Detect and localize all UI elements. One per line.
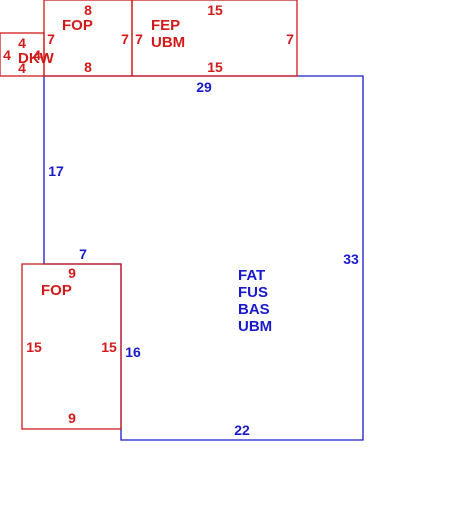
dkw-right-dim: 4 xyxy=(33,47,41,63)
dkw-top-dim: 4 xyxy=(18,35,26,51)
dkw-left-dim: 4 xyxy=(3,47,11,63)
fop-bottom-left-dim: 15 xyxy=(26,339,42,355)
fop-top-right-dim: 7 xyxy=(121,31,129,47)
fep-bottom-dim: 15 xyxy=(207,59,223,75)
fep-outline xyxy=(131,0,298,77)
main-top-dim: 29 xyxy=(196,79,212,95)
fep-code-1: FEP xyxy=(151,17,180,34)
main-step-top-dim: 7 xyxy=(79,246,87,262)
main-code-3: BAS xyxy=(238,301,270,318)
fep-code-2: UBM xyxy=(151,34,185,51)
main-code-2: FUS xyxy=(238,284,268,301)
dkw-bottom-dim: 4 xyxy=(18,60,26,76)
fep-left-dim: 7 xyxy=(135,31,143,47)
dkw-code: DKW xyxy=(18,50,55,67)
fop-bottom-bottom-dim: 9 xyxy=(68,410,76,426)
fop-bottom-top-dim: 9 xyxy=(68,265,76,281)
main-code-4: UBM xyxy=(238,318,272,335)
fop-top-left-dim: 7 xyxy=(47,31,55,47)
main-right-dim: 33 xyxy=(343,251,359,267)
fep-right-dim: 7 xyxy=(286,31,294,47)
fop-bottom-code: FOP xyxy=(41,282,72,299)
fop-top-bottom-dim: 8 xyxy=(84,59,92,75)
main-bottom-dim: 22 xyxy=(234,422,250,438)
main-step-side-dim: 16 xyxy=(125,344,141,360)
fop-top-top-dim: 8 xyxy=(84,2,92,18)
main-left-dim: 17 xyxy=(48,163,64,179)
fop-bottom-outline xyxy=(21,263,122,430)
main-code-1: FAT xyxy=(238,267,265,284)
main-area-outline xyxy=(43,75,364,441)
fop-top-code: FOP xyxy=(62,17,93,34)
fep-top-dim: 15 xyxy=(207,2,223,18)
fop-bottom-right-dim: 15 xyxy=(101,339,117,355)
